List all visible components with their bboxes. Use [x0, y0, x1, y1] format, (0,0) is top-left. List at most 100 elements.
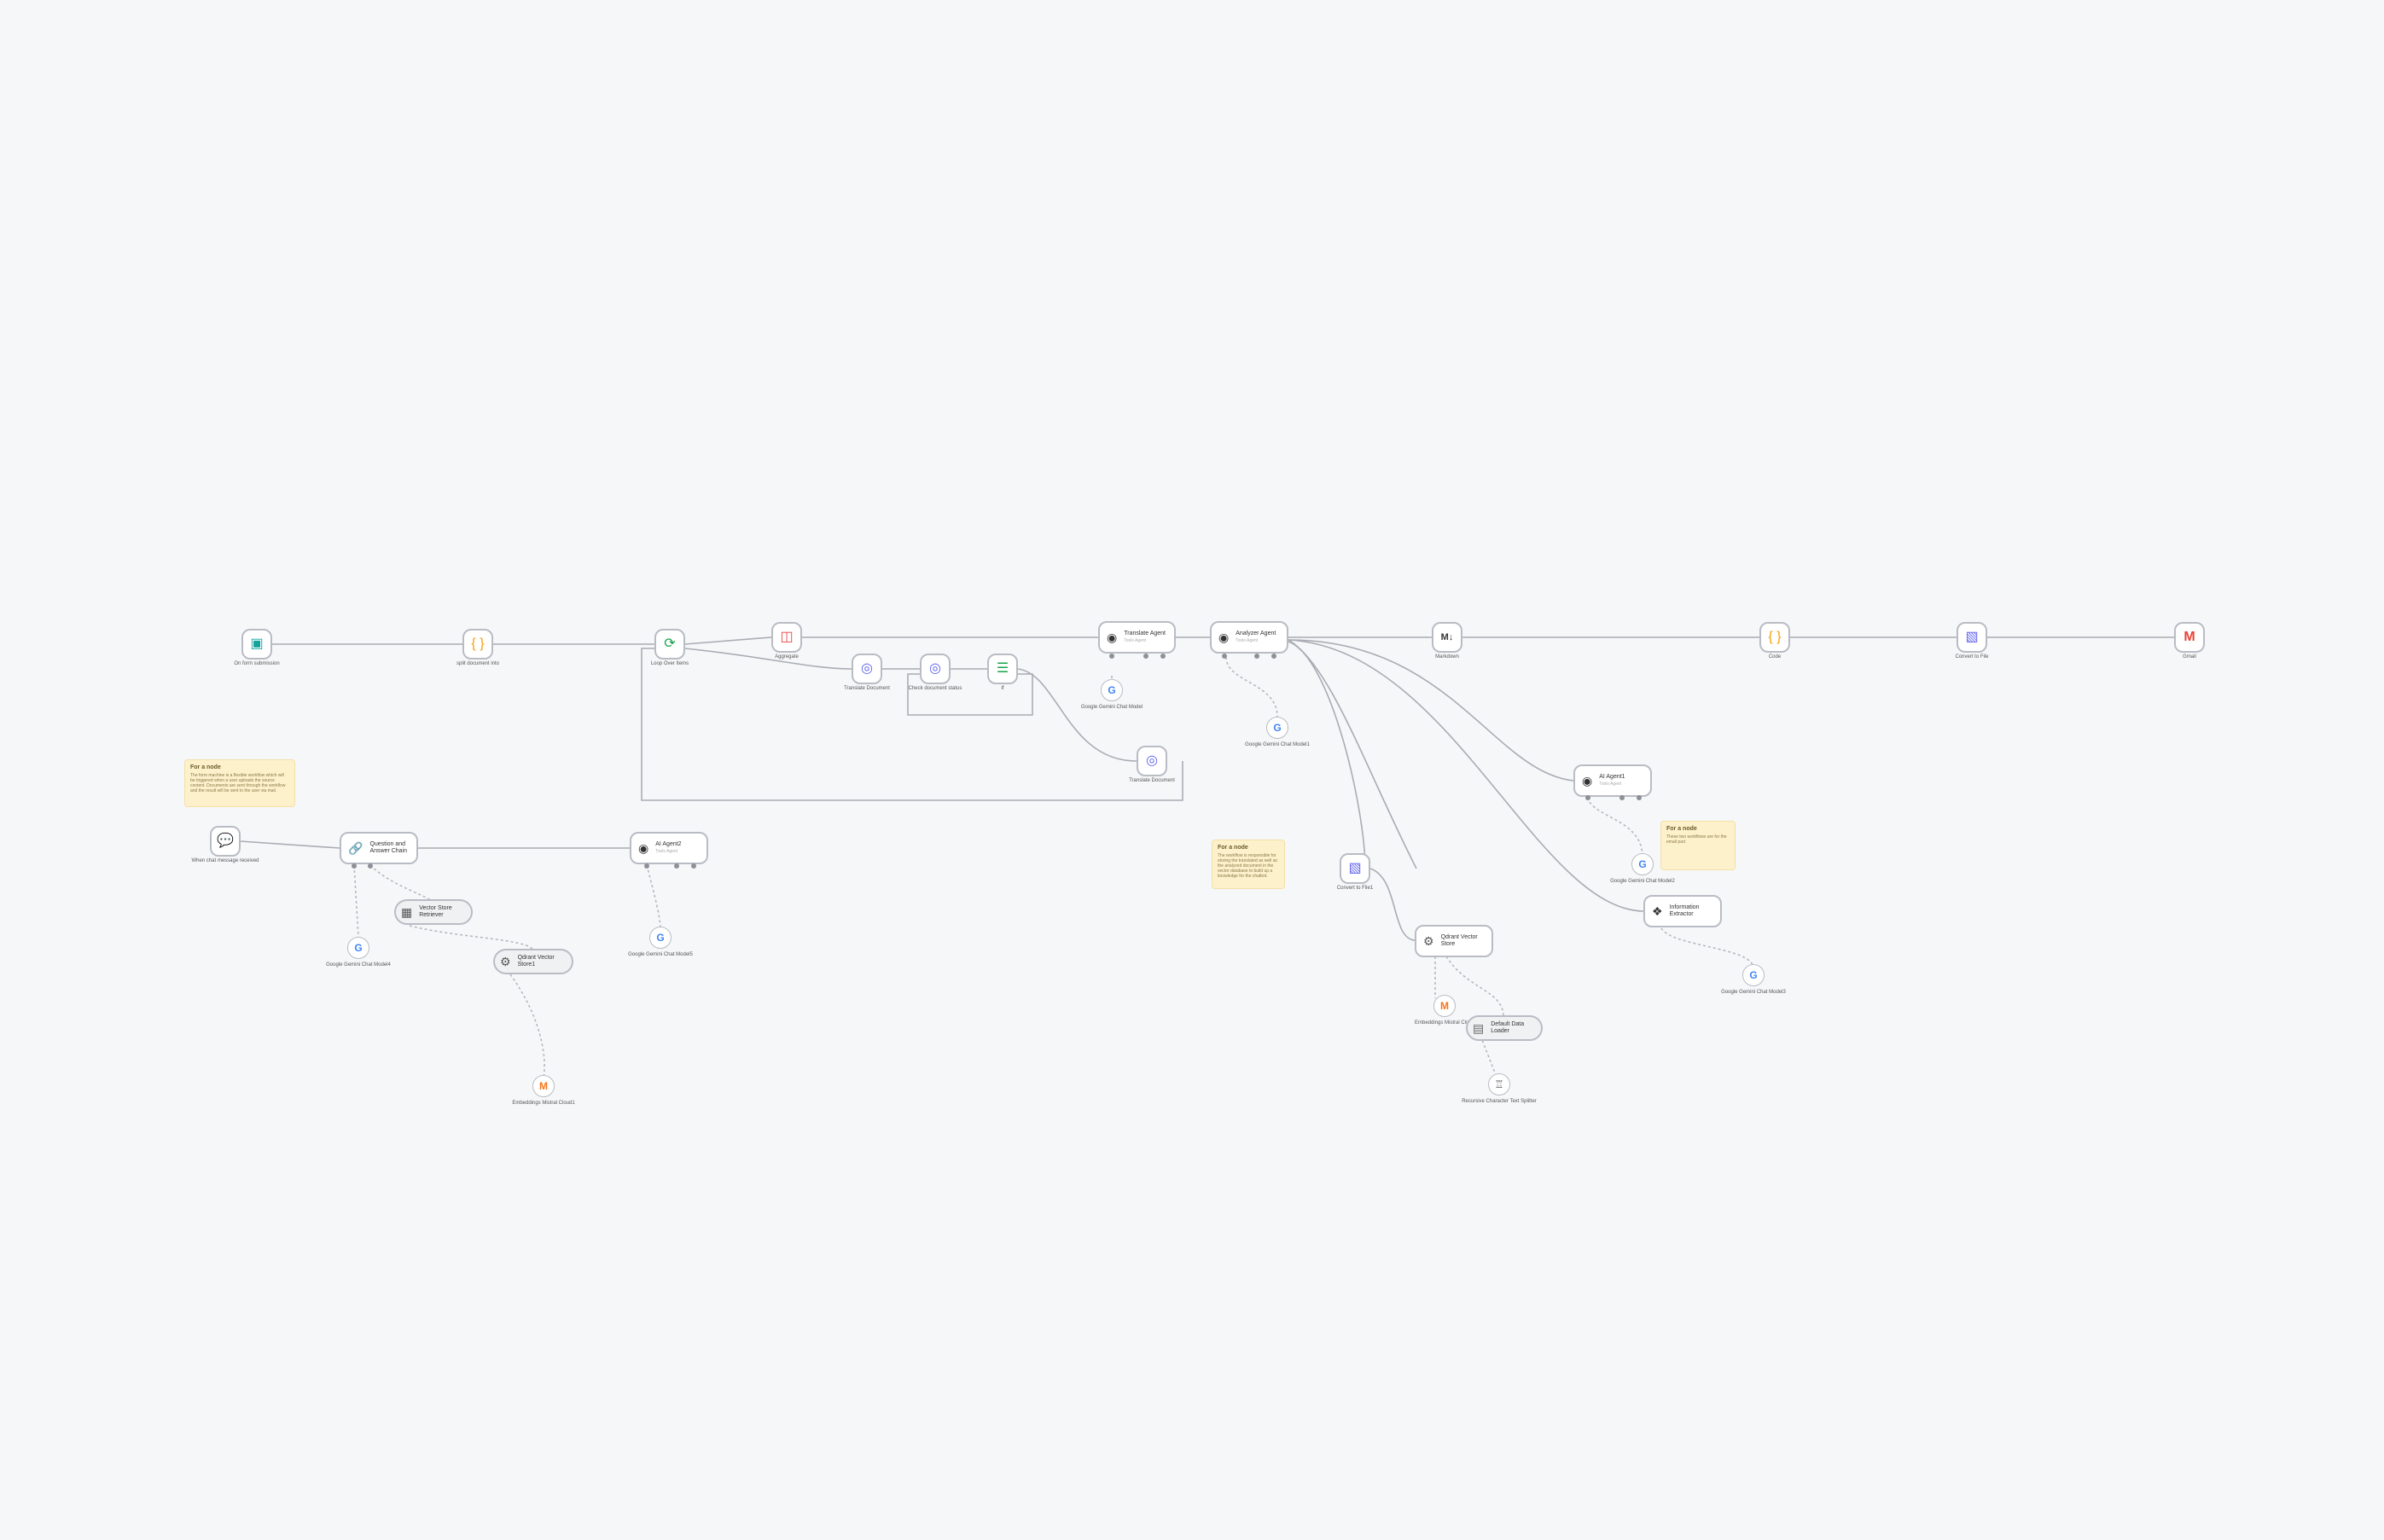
- ai-port[interactable]: [1271, 654, 1276, 659]
- split-document-node[interactable]: { }: [462, 629, 493, 660]
- wire: [509, 973, 545, 1078]
- ai-port[interactable]: [1109, 654, 1114, 659]
- code-braces-icon: { }: [1768, 630, 1782, 644]
- node-title: AI Agent2: [655, 841, 682, 847]
- form-trigger-node[interactable]: ▣: [241, 629, 272, 660]
- gmail-node[interactable]: M: [2174, 622, 2205, 653]
- google-icon: G: [354, 942, 363, 954]
- ai-port[interactable]: [352, 863, 357, 869]
- node-subtitle: Tools Agent: [1599, 782, 1622, 787]
- node-title: Question and Answer Chain: [369, 841, 408, 854]
- node-label: Code: [1768, 654, 1782, 660]
- node-label: Aggregate: [775, 654, 799, 660]
- splitter-icon: ♖: [1494, 1078, 1504, 1090]
- google-gemini-chat-model2-node[interactable]: G: [1631, 853, 1654, 875]
- ai-port[interactable]: [644, 863, 649, 869]
- qdrant-vector-store-node[interactable]: ⚙ Qdrant Vector Store: [1415, 925, 1493, 957]
- ai-port[interactable]: [1160, 654, 1166, 659]
- node-subtitle: Tools Agent: [1236, 638, 1259, 643]
- ai-port[interactable]: [674, 863, 679, 869]
- node-label: Google Gemini Chat Model5: [628, 952, 693, 957]
- google-gemini-chat-model1-node[interactable]: G: [1266, 717, 1288, 739]
- embeddings-mistral-cloud-node[interactable]: M: [1433, 995, 1456, 1017]
- mistral-icon: M: [539, 1080, 548, 1092]
- node-title: Analyzer Agent: [1236, 631, 1276, 636]
- form-trigger-icon: ▣: [250, 636, 264, 651]
- http-request-icon: ◎: [929, 661, 941, 676]
- embeddings-mistral-cloud1-node[interactable]: M: [532, 1075, 555, 1097]
- mistral-icon: M: [1440, 1000, 1449, 1012]
- sticky-note[interactable]: For a node The form machine is a flexibl…: [184, 759, 295, 807]
- ai-port[interactable]: [1585, 795, 1590, 800]
- code-node[interactable]: { }: [1759, 622, 1790, 653]
- chat-trigger-node[interactable]: 💬: [210, 826, 241, 857]
- vector-store-retriever-node[interactable]: ▦ Vector Store Retriever: [394, 899, 473, 925]
- ai-port[interactable]: [1254, 654, 1259, 659]
- sticky-note[interactable]: For a node The workflow is responsible f…: [1212, 840, 1285, 889]
- check-document-status-node[interactable]: ◎: [920, 654, 951, 684]
- chat-icon: 💬: [217, 834, 234, 848]
- code-braces-icon: { }: [471, 636, 485, 651]
- aggregate-icon: ◫: [780, 630, 794, 644]
- wire: [684, 636, 772, 645]
- node-subtitle: Tools Agent: [655, 849, 678, 854]
- vector-store-icon: ⚙: [500, 955, 511, 968]
- ai-port[interactable]: [1619, 795, 1625, 800]
- google-gemini-chat-model4-node[interactable]: G: [347, 937, 369, 959]
- markdown-node[interactable]: M↓: [1432, 622, 1462, 653]
- question-answer-chain-node[interactable]: 🔗 Question and Answer Chain: [340, 832, 418, 864]
- sticky-note[interactable]: For a node These two workflows are for t…: [1660, 821, 1736, 870]
- node-label: When chat message received: [191, 858, 259, 863]
- default-data-loader-node[interactable]: ▤ Default Data Loader: [1466, 1015, 1543, 1041]
- ai-port[interactable]: [1637, 795, 1642, 800]
- translate-document-download-node[interactable]: ◎: [1137, 746, 1167, 776]
- note-body: The workflow is responsible for storing …: [1218, 853, 1278, 879]
- wire: [1586, 797, 1643, 858]
- wire: [1288, 639, 1644, 912]
- translate-document-node[interactable]: ◎: [852, 654, 882, 684]
- ai-port[interactable]: [368, 863, 373, 869]
- ai-port[interactable]: [1143, 654, 1148, 659]
- ai-port[interactable]: [1222, 654, 1227, 659]
- node-label: Translate Document: [1129, 778, 1175, 783]
- node-title: Qdrant Vector Store1: [517, 955, 555, 968]
- node-label: split document into: [456, 661, 500, 666]
- ai-port[interactable]: [691, 863, 696, 869]
- information-extractor-node[interactable]: ❖ Information Extractor: [1643, 895, 1722, 927]
- node-label: Google Gemini Chat Model: [1080, 705, 1143, 710]
- wire: [641, 648, 1183, 801]
- google-gemini-chat-model3-node[interactable]: G: [1742, 964, 1765, 986]
- if-node[interactable]: ☰: [987, 654, 1018, 684]
- wire: [1288, 639, 1417, 869]
- node-label: Google Gemini Chat Model1: [1245, 742, 1310, 747]
- google-gemini-chat-model5-node[interactable]: G: [649, 927, 672, 949]
- node-label: Markdown: [1435, 654, 1459, 660]
- robot-icon: ◉: [1582, 774, 1593, 787]
- google-icon: G: [656, 932, 665, 944]
- node-label: If: [1001, 686, 1004, 691]
- wire: [240, 840, 340, 849]
- note-body: The form machine is a flexible workflow …: [190, 773, 286, 793]
- wire: [353, 864, 359, 938]
- wire: [1225, 656, 1278, 718]
- qdrant-vector-store1-node[interactable]: ⚙ Qdrant Vector Store1: [493, 949, 573, 974]
- convert-file-icon: ▧: [1348, 861, 1362, 875]
- convert-to-file-node[interactable]: ▧: [1957, 622, 1987, 653]
- convert-to-file1-node[interactable]: ▧: [1340, 853, 1370, 884]
- if-branch-icon: ☰: [996, 661, 1009, 676]
- google-icon: G: [1273, 722, 1282, 734]
- loop-over-items-node[interactable]: ⟳: [654, 629, 685, 660]
- wire: [1445, 956, 1504, 1016]
- aggregate-node[interactable]: ◫: [771, 622, 802, 653]
- recursive-character-text-splitter-node[interactable]: ♖: [1488, 1073, 1510, 1095]
- wire: [1288, 639, 1574, 782]
- chain-link-icon: 🔗: [348, 841, 363, 855]
- node-subtitle: Tools Agent: [1124, 638, 1147, 643]
- google-gemini-chat-model-node[interactable]: G: [1101, 679, 1123, 701]
- node-label: Convert to File: [1955, 654, 1989, 660]
